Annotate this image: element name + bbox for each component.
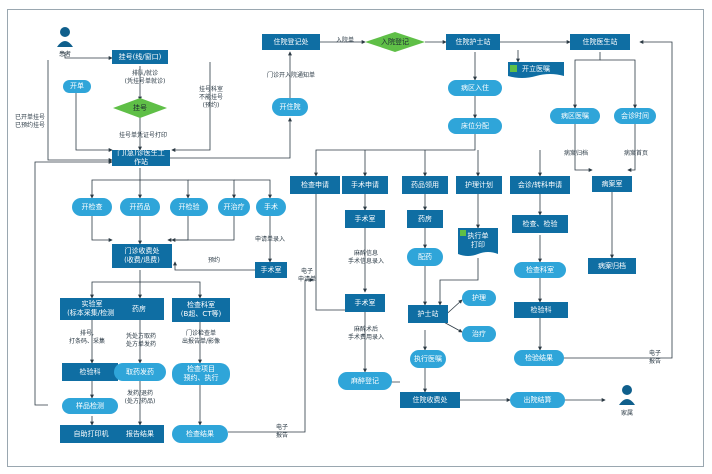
note-register-print: 挂号单凭证号打印 [118, 132, 167, 139]
admit-diamond-label: 入院登记 [381, 38, 409, 46]
surgery-room-box: 手术室 [345, 210, 385, 228]
note-surgery-fee: 麻醉术后 手术费用录入 [347, 326, 384, 341]
nurse-station-box: 住院护士站 [446, 34, 500, 50]
register-diamond-label: 挂号 [133, 104, 147, 112]
surgery-apply-box: 手术申请 [342, 176, 388, 194]
patient-icon [56, 26, 74, 48]
exec-doc-label: 执行单 打印 [467, 232, 489, 249]
op-exam-pill: 开检查 [72, 198, 112, 216]
drug-apply-box: 药品领用 [402, 176, 448, 194]
note-sched: 预约 [207, 257, 220, 264]
lab-dept-box: 实验室 (标本采集/检测) [60, 298, 124, 320]
open-order-mark [510, 65, 517, 72]
exec-doc-shape [458, 228, 498, 258]
admit-register-box: 住院登记处 [262, 34, 320, 50]
note-record-send: 病案首页 [623, 150, 648, 157]
consult-apply-box: 会诊/转科申请 [510, 176, 570, 194]
nurse-sub-box: 护士站 [408, 305, 448, 323]
family-label: 家属 [620, 410, 633, 417]
note-exec-list: 发药/退药 (处方/药品) [124, 390, 156, 405]
note-in-notice: 门诊开入院通知单 [266, 72, 315, 79]
exam-dept-in-pill: 检查科室 [514, 262, 566, 278]
drug-room-box: 药房 [407, 210, 443, 228]
prescribe-pill: 开单 [63, 80, 91, 93]
note-record-up: 病案归档 [563, 150, 588, 157]
note-prepaid: 已开单挂号 已预约挂号 [14, 114, 45, 129]
op-drug-pill: 开药品 [120, 198, 160, 216]
hospital-order-pill: 病区医嘱 [550, 108, 600, 124]
care-pill: 护理 [462, 290, 496, 306]
op-lab-pill: 开检验 [170, 198, 208, 216]
diagram-frame [7, 9, 704, 467]
note-fee: 挂号科室 不能挂号 (预约) [198, 86, 223, 109]
note-surgery-info: 麻醉信息 手术信息录入 [347, 250, 384, 265]
registration-box: 挂号(线/窗口) [112, 50, 168, 64]
record-room-box: 病案室 [592, 176, 632, 192]
discharge-box: 住院收费处 [400, 392, 460, 408]
surgery-register-pill: 麻醉登记 [338, 372, 392, 390]
note-e-report: 电子 报告 [648, 350, 661, 365]
pharmacy-box: 药房 [114, 298, 164, 320]
exam-dept-box: 检查科室 (B超、CT等) [172, 298, 230, 322]
note-e-report2: 电子 报告 [275, 424, 288, 439]
lab-in-box: 检验科 [514, 302, 568, 318]
treat-pill: 治疗 [462, 326, 496, 342]
patient-label: 患者 [58, 51, 71, 58]
family-icon [618, 384, 636, 406]
hospital-pill: 开住院 [272, 98, 308, 116]
op-surgery-room-box: 手术室 [255, 262, 287, 278]
lab-print-box: 检验科 [62, 363, 118, 381]
care-plan-box: 护理计划 [456, 176, 502, 194]
exam-in-result-pill: 检验结果 [514, 350, 564, 366]
admit-diamond [365, 32, 425, 52]
note-register-list: 排队/就诊 (凭挂号单就诊) [124, 70, 166, 85]
exam-app-box: 检查、检验 [512, 215, 568, 233]
op-treat-pill: 开治疗 [218, 198, 250, 216]
out-settle-pill: 出院结算 [510, 392, 565, 408]
surgery-room2-box: 手术室 [345, 294, 385, 312]
op-pay-box: 门诊收费处 (收费/退费) [112, 244, 172, 268]
exam-perform-pill: 检查项目 预约、执行 [172, 363, 230, 385]
ward-assign-pill: 床位分配 [448, 118, 502, 134]
note-apply-info: 申请单录入 [254, 236, 285, 243]
note-e-apply: 电子 申请单 [297, 268, 316, 283]
doc-file-box: 病案归档 [588, 258, 636, 274]
open-order-doc [508, 62, 564, 80]
op-result-box: 报告结果 [116, 425, 164, 443]
register-diamond [113, 98, 167, 118]
note-admit-slip: 入院单 [335, 37, 354, 44]
drug-collect-pill: 取药发药 [114, 363, 166, 381]
note-drug-pass: 凭处方取药 处方单发药 [125, 333, 156, 348]
dispatch-pill: 配药 [407, 248, 443, 266]
consult-time-pill: 会诊时间 [614, 108, 656, 124]
outpatient-doctor-box: 门(急)诊医生工作站 [112, 149, 170, 166]
ward-pill: 病区入住 [448, 80, 502, 96]
exam-result-pill: 检查结果 [172, 425, 228, 443]
open-order-label: 开立医嘱 [522, 65, 550, 73]
doctor-station-box: 住院医生站 [570, 34, 630, 50]
exam-apply-box: 检查申请 [290, 176, 340, 194]
op-surgery-pill: 手术 [256, 198, 286, 216]
sample-test-pill: 样品检测 [62, 398, 118, 414]
nurse-exec-pill: 执行医嘱 [410, 350, 446, 368]
note-lab-print: 排号, 打条码、采集 [68, 330, 105, 345]
note-exam-book: 门诊检查单 出报告单/影像 [181, 330, 221, 345]
self-print-box: 自助打印机 [60, 425, 122, 443]
